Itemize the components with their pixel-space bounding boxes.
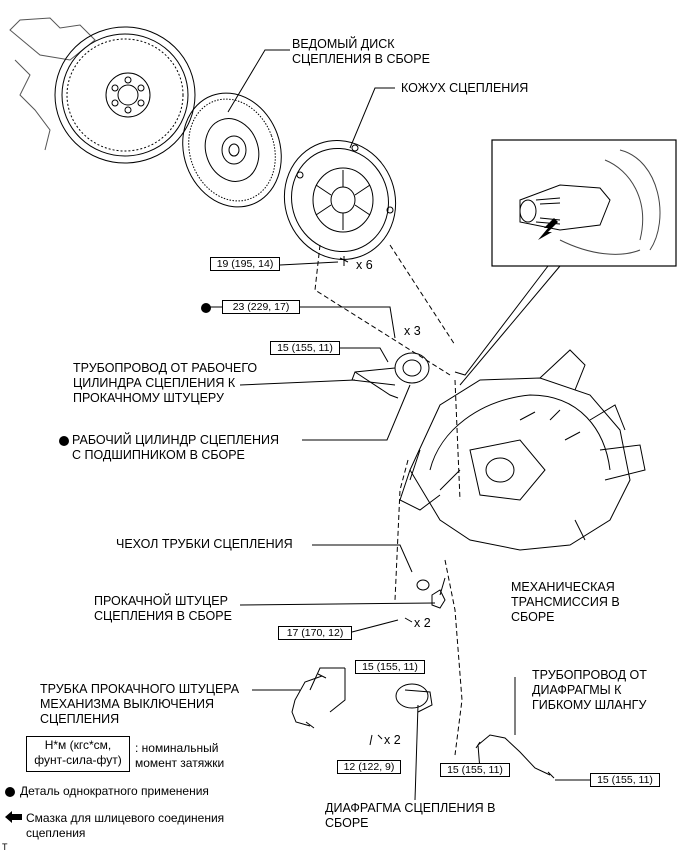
torque-box-diaphragm-tube-left: 15 (155, 11) <box>440 763 510 777</box>
label-clutch-disc: ВЕДОМЫЙ ДИСК СЦЕПЛЕНИЯ В СБОРЕ <box>292 37 430 66</box>
diaphragm-illustration <box>377 683 433 740</box>
clutch-cover-illustration <box>283 140 397 260</box>
bleeder-parts-illustration <box>404 577 446 623</box>
legend-grease-text: Смазка для шлицевого соединения сцеплени… <box>26 811 225 840</box>
legend-unit-box: Н*м (кгс*см, фунт-сила-фут) <box>26 736 130 772</box>
legend-nonreusable-text: Деталь однократного применения <box>20 784 209 798</box>
label-bleeder-tube: ТРУБКА ПРОКАЧНОГО ШТУЦЕРА МЕХАНИЗМА ВЫКЛ… <box>40 682 240 726</box>
label-diaphragm-tube: ТРУБОПРОВОД ОТ ДИАФРАГМЫ К ГИБКОМУ ШЛАНГ… <box>532 668 647 712</box>
label-tube-cover: ЧЕХОЛ ТРУБКИ СЦЕПЛЕНИЯ <box>116 537 293 551</box>
torque-box-cover-bolts: 19 (195, 14) <box>210 257 280 271</box>
label-release-cylinder: РАБОЧИЙ ЦИЛИНДР СЦЕПЛЕНИЯ С ПОДШИПНИКОМ … <box>72 433 280 462</box>
transmission-illustration <box>399 349 646 551</box>
corner-mark: T <box>2 842 8 852</box>
nonreusable-dot-icon <box>201 303 211 313</box>
qty-diaphragm-bolts: x 2 <box>384 733 401 747</box>
diaphragm-tube-illustration <box>475 734 555 779</box>
label-release-tube: ТРУБОПРОВОД ОТ РАБОЧЕГО ЦИЛИНДРА СЦЕПЛЕН… <box>73 361 258 405</box>
torque-box-diaphragm: 12 (122, 9) <box>337 760 401 774</box>
qty-bleeder-bolts: x 2 <box>414 616 431 630</box>
qty-cover-bolts: x 6 <box>356 258 373 272</box>
torque-box-bleeder-plug: 17 (170, 12) <box>278 626 352 640</box>
label-bleeder-plug: ПРОКАЧНОЙ ШТУЦЕР СЦЕПЛЕНИЯ В СБОРЕ <box>94 594 232 623</box>
torque-box-release-tube: 15 (155, 11) <box>270 341 340 355</box>
qty-release-cylinder-bolts: x 3 <box>404 324 421 338</box>
torque-box-release-cylinder: 23 (229, 17) <box>222 300 300 314</box>
shaft-inset-illustration <box>519 149 661 255</box>
label-clutch-cover: КОЖУХ СЦЕПЛЕНИЯ <box>401 81 529 95</box>
release-cylinder-illustration <box>351 352 430 399</box>
torque-box-diaphragm-tube-right: 15 (155, 11) <box>590 773 660 787</box>
grease-arrow-icon <box>538 218 558 240</box>
legend-grease-arrow-icon <box>5 811 22 823</box>
flywheel-illustration <box>9 17 196 164</box>
label-diaphragm: ДИАФРАГМА СЦЕПЛЕНИЯ В СБОРЕ <box>325 801 496 830</box>
label-transmission: МЕХАНИЧЕСКАЯ ТРАНСМИССИЯ В СБОРЕ <box>511 580 620 624</box>
legend-unit-text: : номинальный момент затяжки <box>135 741 225 770</box>
torque-box-bleeder-tube: 15 (155, 11) <box>355 660 425 674</box>
clutch-disc-illustration <box>182 92 282 208</box>
legend-nonreusable-dot-icon <box>5 787 15 797</box>
bleeder-tube-illustration <box>291 673 327 729</box>
nonreusable-dot-icon <box>59 436 69 446</box>
